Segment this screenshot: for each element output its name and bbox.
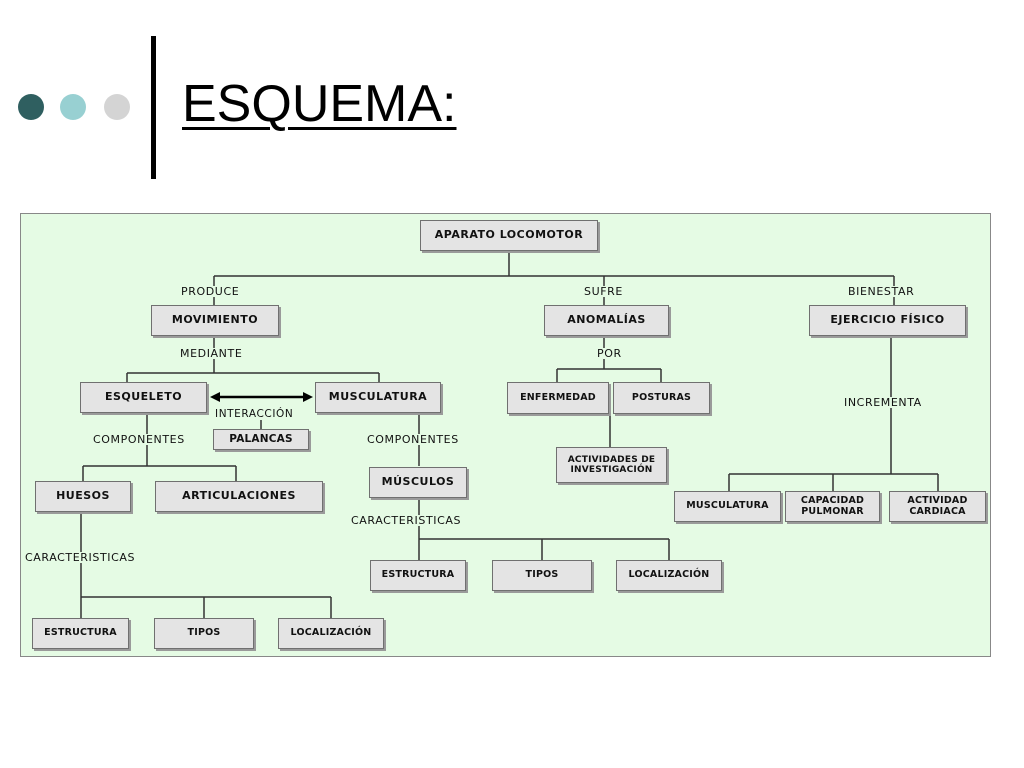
node-movimiento: MOVIMIENTO [151,305,279,336]
concept-map: PRODUCE SUFRE BIENESTAR MEDIANTE POR INT… [20,213,991,657]
bullet-dot-teal [60,94,86,120]
node-actividades-investigacion: ACTIVIDADES DE INVESTIGACIÓN [556,447,667,483]
title-divider [151,36,156,179]
label-incrementa: INCREMENTA [842,396,924,409]
label-interaccion: INTERACCIÓN [213,408,296,420]
node-localizacion-huesos: LOCALIZACIÓN [278,618,384,649]
node-musculatura-ejercicio: MUSCULATURA [674,491,781,522]
label-produce: PRODUCE [179,285,242,298]
label-caracteristicas-huesos: CARACTERISTICAS [23,551,138,564]
node-esqueleto: ESQUELETO [80,382,207,413]
label-componentes-esqueleto: COMPONENTES [91,433,187,446]
bullet-dot-dark [18,94,44,120]
bullet-dot-grey [104,94,130,120]
label-bienestar: BIENESTAR [846,285,917,298]
node-musculos: MÚSCULOS [369,467,467,498]
node-estructura-musculos: ESTRUCTURA [370,560,466,591]
label-mediante: MEDIANTE [178,347,245,360]
node-capacidad-pulmonar: CAPACIDAD PULMONAR [785,491,880,522]
node-anomalias: ANOMALÍAS [544,305,669,336]
label-componentes-musculatura: COMPONENTES [365,433,461,446]
node-estructura-huesos: ESTRUCTURA [32,618,129,649]
node-ejercicio-fisico: EJERCICIO FÍSICO [809,305,966,336]
node-articulaciones: ARTICULACIONES [155,481,323,512]
node-enfermedad: ENFERMEDAD [507,382,609,414]
node-actividad-cardiaca: ACTIVIDAD CARDIACA [889,491,986,522]
node-palancas: PALANCAS [213,429,309,450]
node-tipos-musculos: TIPOS [492,560,592,591]
node-tipos-huesos: TIPOS [154,618,254,649]
label-por: POR [595,347,624,360]
node-aparato-locomotor: APARATO LOCOMOTOR [420,220,598,251]
node-huesos: HUESOS [35,481,131,512]
node-posturas: POSTURAS [613,382,710,414]
slide-title: ESQUEMA: [182,75,457,133]
label-caracteristicas-musculos: CARACTERISTICAS [349,514,464,527]
node-localizacion-musculos: LOCALIZACIÓN [616,560,722,591]
node-musculatura: MUSCULATURA [315,382,441,413]
label-sufre: SUFRE [582,285,625,298]
